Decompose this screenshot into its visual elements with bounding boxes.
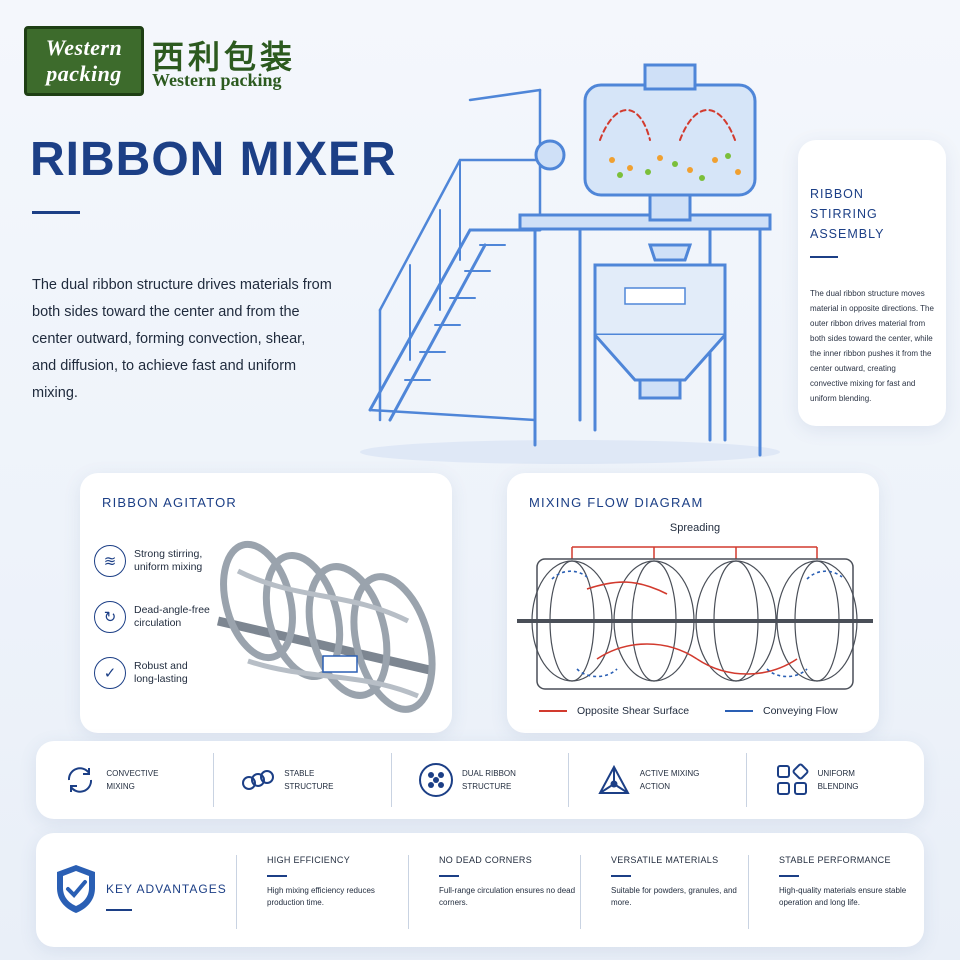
- strip-label: CONVECTIVE MIXING: [106, 769, 159, 791]
- strip-label: STABLE STRUCTURE: [284, 769, 334, 791]
- advantage-divider: [779, 875, 799, 877]
- strip-item-stable-structure: STABLE STRUCTURE: [212, 753, 391, 807]
- feature-label: circulation: [134, 617, 182, 629]
- key-advantages-title: KEY ADVANTAGES: [106, 882, 227, 896]
- stirring-assembly-card: RIBBON STIRRING ASSEMBLY The dual ribbon…: [798, 140, 946, 426]
- dots-circle-icon: [418, 762, 454, 798]
- stirring-assembly-text: The dual ribbon structure moves material…: [810, 289, 934, 403]
- advantage-text: High-quality materials ensure stable ope…: [779, 886, 907, 907]
- feature-label: uniform mixing: [134, 561, 203, 573]
- feature-label: Strong stirring,: [134, 548, 203, 560]
- mixing-flow-diagram: Spreading: [517, 522, 873, 690]
- logo-english: Western packing: [152, 70, 282, 90]
- mixing-flow-title: MIXING FLOW DIAGRAM: [529, 495, 704, 510]
- advantage-title: VERSATILE MATERIALS: [611, 855, 719, 865]
- advantage-text: Full-range circulation ensures no dead c…: [439, 886, 576, 907]
- ribbon-mixer-illustration: [360, 63, 780, 464]
- ribbon-agitator-image: [216, 540, 436, 713]
- ribbon-agitator-title: RIBBON AGITATOR: [102, 495, 238, 510]
- feature-label: long-lasting: [134, 673, 188, 685]
- cycle-arrows-icon: [62, 762, 98, 798]
- feature-robust: ✓ Robust and long-lasting: [94, 657, 188, 689]
- key-advantages-divider: [106, 909, 132, 911]
- shield-check-icon: ✓: [94, 657, 126, 689]
- page-title: RIBBON MIXER: [30, 133, 397, 186]
- advantage-divider: [611, 875, 631, 877]
- grid-squares-icon: [774, 762, 810, 798]
- triangle-network-icon: [596, 762, 632, 798]
- shield-check-icon: [57, 865, 95, 913]
- strip-item-active-mixing: ACTIVE MIXING ACTION: [568, 753, 746, 807]
- logo-line-1: Western: [45, 35, 123, 60]
- logo-chinese: 西利包装: [152, 38, 297, 76]
- intro-text: The dual ribbon structure drives materia…: [32, 277, 332, 401]
- strip-item-convective-mixing: CONVECTIVE MIXING: [36, 753, 213, 807]
- strip-label: UNIFORM BLENDING: [817, 769, 859, 791]
- advantage-title: STABLE PERFORMANCE: [779, 855, 891, 865]
- advantage-title: HIGH EFFICIENCY: [267, 855, 351, 865]
- feature-dead-angle-free: ↻ Dead-angle-free circulation: [94, 601, 210, 633]
- legend-shear-swatch: [539, 710, 567, 712]
- legend-shear: Opposite Shear Surface: [539, 705, 689, 717]
- key-advantages-heading: KEY ADVANTAGES: [54, 863, 227, 915]
- spreading-label: Spreading: [670, 522, 720, 534]
- feature-label: Robust and: [134, 660, 188, 672]
- title-divider: [32, 211, 80, 214]
- advantage-divider: [439, 875, 459, 877]
- ribbon-agitator-card: RIBBON AGITATOR ≋ Strong stirring, unifo…: [80, 473, 452, 733]
- mixing-flow-card: MIXING FLOW DIAGRAM Spreading Opposite S…: [507, 473, 879, 733]
- logo-line-2: packing: [46, 61, 122, 86]
- advantage-divider: [267, 875, 287, 877]
- circulation-icon: ↻: [94, 601, 126, 633]
- advantage-versatile-materials: VERSATILE MATERIALS Suitable for powders…: [580, 855, 752, 929]
- advantage-text: Suitable for powders, granules, and more…: [611, 886, 737, 907]
- feature-label: Dead-angle-free: [134, 604, 210, 616]
- legend-conveying: Conveying Flow: [725, 705, 838, 717]
- features-strip: CONVECTIVE MIXING STABLE STRUCTURE DUAL …: [36, 741, 924, 819]
- advantage-high-efficiency: HIGH EFFICIENCY High mixing efficiency r…: [236, 855, 408, 929]
- wave-icon: ≋: [94, 545, 126, 577]
- strip-label: ACTIVE MIXING ACTION: [639, 769, 700, 791]
- advantage-text: High mixing efficiency reduces productio…: [267, 886, 375, 907]
- advantage-no-dead-corners: NO DEAD CORNERS Full-range circulation e…: [408, 855, 580, 929]
- strip-item-uniform-blending: UNIFORM BLENDING: [746, 753, 924, 807]
- strip-label: DUAL RIBBON STRUCTURE: [461, 769, 516, 791]
- stirring-assembly-title: RIBBON STIRRING ASSEMBLY: [810, 187, 885, 241]
- feature-strong-stirring: ≋ Strong stirring, uniform mixing: [94, 545, 202, 577]
- strip-item-dual-ribbon: DUAL RIBBON STRUCTURE: [390, 753, 569, 807]
- legend-conveying-swatch: [725, 710, 753, 712]
- key-advantages-card: KEY ADVANTAGES HIGH EFFICIENCY High mixi…: [36, 833, 924, 947]
- stirring-assembly-divider: [810, 256, 838, 258]
- legend-shear-label: Opposite Shear Surface: [577, 705, 690, 717]
- advantage-stable-performance: STABLE PERFORMANCE High-quality material…: [748, 855, 914, 929]
- coil-icon: [240, 762, 276, 798]
- legend-conveying-label: Conveying Flow: [763, 705, 838, 717]
- advantage-title: NO DEAD CORNERS: [439, 855, 533, 865]
- logo-badge: Western packing: [24, 26, 144, 96]
